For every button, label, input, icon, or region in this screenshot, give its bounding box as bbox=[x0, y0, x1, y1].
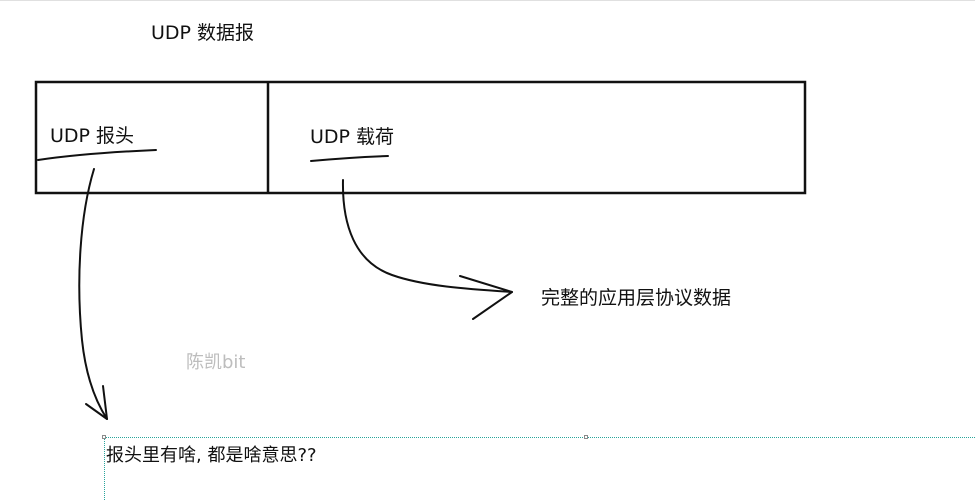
watermark-text: 陈凯bit bbox=[186, 352, 246, 373]
datagram-box bbox=[34, 80, 807, 195]
selection-handle-left[interactable] bbox=[102, 435, 106, 439]
header-underline bbox=[37, 149, 157, 161]
udp-header-label: UDP 报头 bbox=[50, 125, 135, 147]
text-selection-border-top bbox=[104, 437, 975, 438]
header-arrow-head bbox=[85, 385, 108, 420]
header-arrow-line bbox=[78, 168, 108, 420]
diagram-title: UDP 数据报 bbox=[151, 22, 255, 44]
question-text[interactable]: 报头里有啥, 都是啥意思?? bbox=[106, 445, 317, 466]
selection-handle-middle[interactable] bbox=[584, 435, 588, 439]
payload-underline bbox=[310, 155, 389, 162]
payload-arrow-head bbox=[459, 275, 513, 320]
text-selection-border-left bbox=[104, 437, 105, 500]
payload-arrow-line bbox=[341, 179, 513, 293]
top-border-line bbox=[0, 0, 975, 1]
udp-payload-label: UDP 载荷 bbox=[310, 126, 395, 148]
payload-description: 完整的应用层协议数据 bbox=[541, 287, 732, 309]
